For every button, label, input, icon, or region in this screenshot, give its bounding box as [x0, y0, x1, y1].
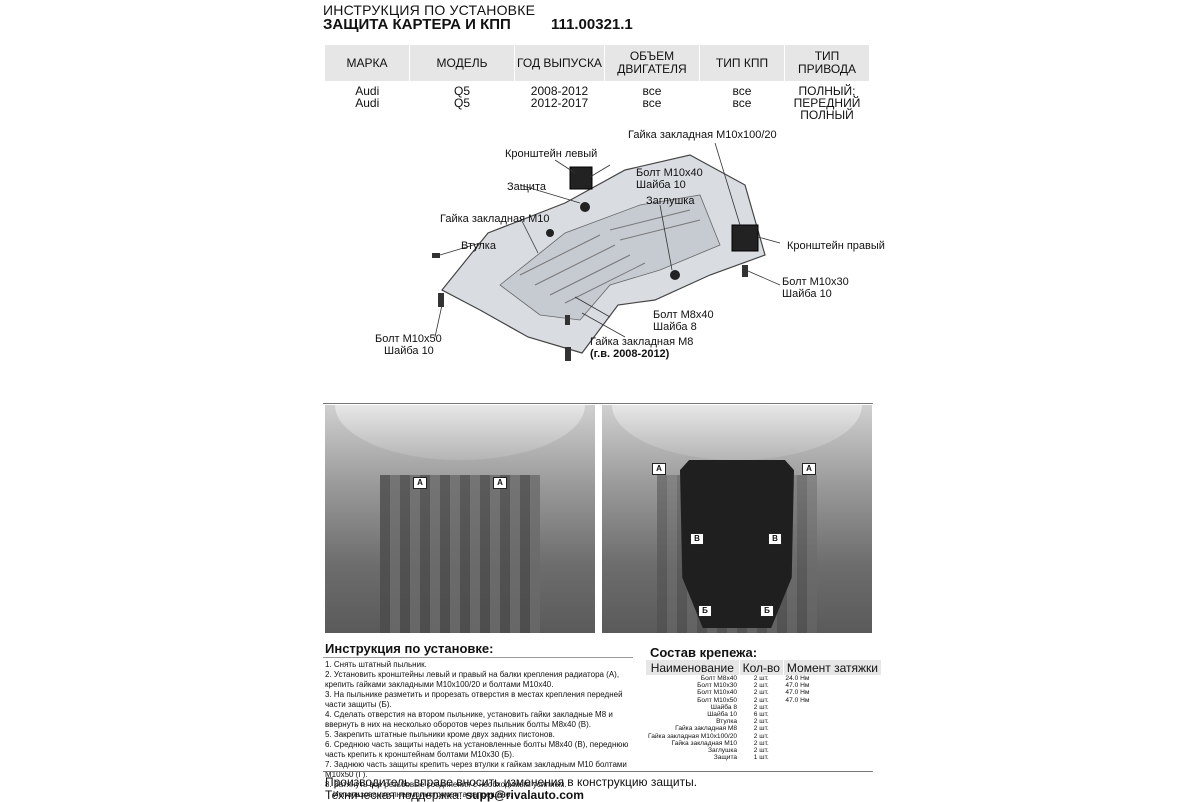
footer-disclaimer: Производитель вправе вносить изменения в… — [325, 775, 698, 789]
marker-v-right: Б — [760, 605, 774, 617]
label-nut-m10: Гайка закладная М10 — [440, 213, 550, 225]
label-guard: Защита — [507, 181, 546, 193]
marker-a-left: A — [413, 477, 427, 489]
right-bracket-shape — [731, 224, 759, 252]
instructions-divider — [323, 657, 633, 658]
instructions-title: Инструкция по установке: — [325, 641, 494, 656]
label-bracket-right: Кронштейн правый — [787, 240, 885, 252]
label-bolt-m10x40: Болт М10х40 — [636, 167, 703, 179]
left-bracket-shape — [569, 166, 593, 190]
label-washer-10-c: Шайба 10 — [384, 345, 434, 357]
doc-article-number: 111.00321.1 — [551, 16, 633, 33]
spec-col-header: ОБЪЕМ ДВИГАТЕЛЯ — [604, 45, 700, 81]
kit-title: Состав крепежа: — [650, 645, 758, 660]
instruction-step: 3. На пыльнике разметить и прорезать отв… — [325, 690, 623, 709]
label-washer-10-b: Шайба 10 — [782, 288, 832, 300]
label-nut-m8: Гайка закладная М8 — [590, 336, 694, 348]
support-label: Техническая поддержка: — [325, 788, 463, 802]
footer-divider — [323, 771, 873, 772]
spec-col-header: ГОД ВЫПУСКА — [514, 45, 605, 81]
label-washer-10-a: Шайба 10 — [636, 179, 686, 191]
label-nut-m8-note: (г.в. 2008-2012) — [590, 348, 670, 360]
marker-a-left: A — [652, 463, 666, 475]
footer-support: Техническая поддержка: supp@rivalauto.co… — [325, 788, 584, 802]
marker-b-right: B — [768, 533, 782, 545]
label-bracket-left: Кронштейн левый — [505, 148, 598, 160]
section-divider — [323, 403, 873, 404]
exploded-assembly-diagram — [432, 142, 781, 361]
instruction-step: 4. Сделать отверстия на втором пыльнике,… — [325, 710, 613, 729]
photo-before-install: A A — [325, 405, 595, 633]
photo-after-install: A A B B Б Б — [602, 405, 872, 633]
kit-col-header: Кол-во — [739, 660, 784, 675]
marker-b-left: B — [690, 533, 704, 545]
marker-v-left: Б — [698, 605, 712, 617]
instruction-note: Использование пневмоинструмента запрещен… — [333, 790, 513, 799]
spec-col-header: МАРКА — [325, 45, 410, 81]
label-bolt-m8x40: Болт М8х40 — [653, 309, 714, 321]
instruction-step: 8. Затянуть все резьбовые соединения с н… — [325, 780, 567, 789]
support-email-link[interactable]: supp@rivalauto.com — [465, 788, 584, 802]
instruction-step: 6. Среднюю часть защиты надеть на устано… — [325, 740, 629, 759]
vehicle-spec-table: МАРКА МОДЕЛЬ ГОД ВЫПУСКА ОБЪЕМ ДВИГАТЕЛЯ… — [325, 45, 870, 122]
spec-col-header: МОДЕЛЬ — [409, 45, 515, 81]
marker-a-right: A — [493, 477, 507, 489]
fastener-kit-table: Наименование Кол-во Момент затяжки Болт … — [646, 660, 882, 761]
doc-product-name: ЗАЩИТА КАРТЕРА И КПП — [323, 16, 511, 33]
label-bushing: Втулка — [461, 240, 496, 252]
label-nut-m10-100: Гайка закладная М10х100/20 — [628, 129, 777, 141]
label-bolt-m10x30: Болт М10х30 — [782, 276, 849, 288]
label-plug: Заглушка — [646, 195, 695, 207]
label-washer-8: Шайба 8 — [653, 321, 697, 333]
marker-a-right: A — [802, 463, 816, 475]
kit-col-header: Наименование — [646, 660, 740, 675]
instruction-step: 2. Установить кронштейны левый и правый … — [325, 670, 620, 689]
label-bolt-m10x50: Болт М10х50 — [375, 333, 442, 345]
kit-col-header: Момент затяжки — [783, 660, 882, 675]
instruction-step: 5. Закрепить штатные пыльники кроме двух… — [325, 730, 555, 739]
instructions-list: 1. Снять штатный пыльник. 2. Установить … — [325, 660, 635, 800]
doc-header-title: ИНСТРУКЦИЯ ПО УСТАНОВКЕ — [323, 2, 536, 18]
instruction-step: 1. Снять штатный пыльник. — [325, 660, 427, 669]
instruction-step: 7. Заднюю часть защиты крепить через вту… — [325, 760, 627, 779]
spec-col-header: ТИП КПП — [699, 45, 785, 81]
spec-col-header: ТИП ПРИВОДА — [784, 45, 870, 81]
